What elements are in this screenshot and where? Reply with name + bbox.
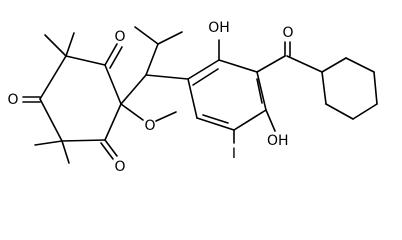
bond xyxy=(233,109,267,131)
bond xyxy=(256,71,267,111)
acyl-oxygen: O xyxy=(282,25,293,41)
molecule-figure: O O O O OH OH O I xyxy=(7,20,378,175)
bond xyxy=(39,55,67,100)
iodine-atom: I xyxy=(232,146,236,162)
bond xyxy=(265,109,276,132)
hydroxyl-top: OH xyxy=(208,20,230,36)
bond xyxy=(61,140,70,164)
bond xyxy=(145,43,159,76)
bond xyxy=(321,57,347,73)
ketone-oxygen-top: O xyxy=(114,29,125,45)
bond xyxy=(187,59,220,80)
bond xyxy=(134,26,159,45)
bond xyxy=(39,98,63,142)
bond xyxy=(196,117,235,131)
bond xyxy=(157,31,183,45)
bond xyxy=(120,74,147,105)
bond xyxy=(100,142,114,160)
bond xyxy=(218,59,258,73)
bond xyxy=(34,140,63,146)
bond xyxy=(61,139,106,142)
bond xyxy=(373,71,378,105)
bond xyxy=(155,111,177,122)
bond xyxy=(202,114,229,124)
hydroxyl-bottom: OH xyxy=(267,133,289,149)
bond xyxy=(104,103,122,141)
bond xyxy=(187,78,198,119)
bond xyxy=(120,103,144,121)
bond xyxy=(352,103,378,120)
bond xyxy=(65,32,75,57)
ketone-oxygen-left: O xyxy=(7,92,18,108)
bond xyxy=(145,74,189,80)
molecule-structure: O O O O OH OH O I xyxy=(7,20,378,175)
bond xyxy=(104,43,118,66)
bond xyxy=(256,55,286,73)
bond xyxy=(109,46,123,69)
bond xyxy=(44,34,67,57)
bond xyxy=(325,103,354,120)
bond xyxy=(286,55,323,73)
bond xyxy=(192,68,219,86)
bond xyxy=(104,64,122,105)
bond xyxy=(345,57,375,73)
ketone-oxygen-bottom: O xyxy=(114,159,125,175)
bond xyxy=(256,78,263,104)
bond xyxy=(321,71,327,105)
bond xyxy=(104,139,118,157)
bond xyxy=(65,55,106,66)
furan-ring-oxygen: O xyxy=(144,118,155,134)
